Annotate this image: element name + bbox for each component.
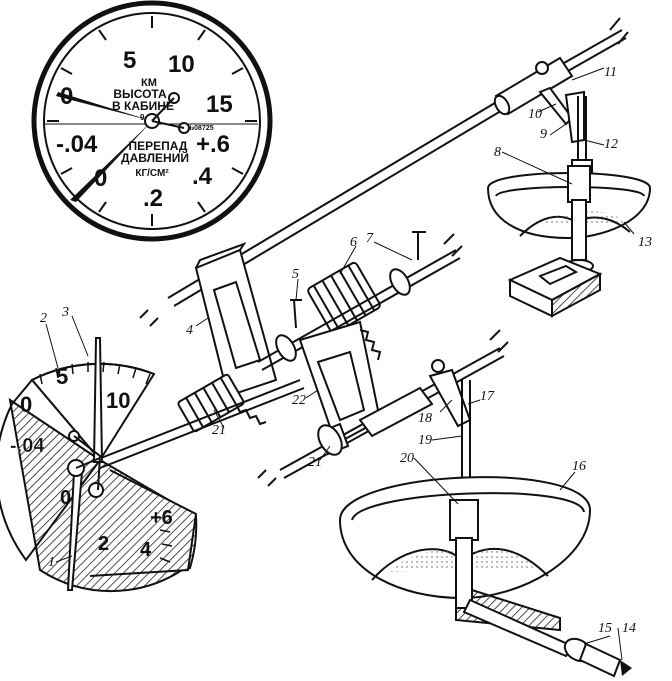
gauge-num-5: 5 [123, 47, 136, 74]
gauge-ticks [47, 16, 257, 226]
gauge-num-minus04: -.04 [56, 131, 98, 158]
upper-linkage [538, 86, 593, 175]
callout-12: 12 [604, 137, 618, 152]
callout-9: 9 [540, 127, 547, 142]
pinion-21-upper [177, 373, 245, 433]
callout-labels: 1 2 3 4 5 6 7 8 9 10 11 12 13 14 15 16 1… [40, 65, 652, 636]
gauge-num-plus6: +.6 [196, 131, 230, 158]
gauge-label-altitude: ВЫСОТА [113, 87, 167, 101]
detail-num-inner-0: 0 [60, 487, 71, 509]
callout-21-lower: 21 [308, 455, 322, 470]
detail-hand-altitude [92, 337, 104, 463]
callout-15: 15 [598, 621, 612, 636]
detail-num-plus6: +6 [150, 507, 173, 529]
callout-14: 14 [622, 621, 636, 636]
gauge-hand-pressure [70, 121, 152, 202]
callout-4: 4 [186, 323, 193, 338]
gauge-num-15: 15 [206, 91, 233, 118]
callout-18: 18 [418, 411, 432, 426]
callout-7: 7 [366, 231, 374, 246]
leader-lines [45, 67, 635, 661]
detail-num-0: 0 [20, 392, 32, 417]
callout-10: 10 [528, 107, 542, 122]
detail-dial-ticks [39, 361, 173, 563]
callout-3: 3 [61, 305, 69, 320]
callout-1: 1 [48, 555, 55, 570]
lower-capsule [338, 476, 592, 632]
pinion-21-lower [317, 424, 343, 456]
detail-num-minus04: -.04 [10, 435, 45, 457]
callout-13: 13 [638, 235, 652, 250]
detail-num-5: 5 [56, 364, 68, 389]
gauge-hand-altitude [56, 92, 152, 121]
upper-capsule [486, 165, 652, 273]
gauge-unit-pressure: КГ/СМ² [135, 168, 169, 179]
callout-2: 2 [40, 311, 47, 326]
lower-shaft [95, 329, 509, 487]
callout-16: 16 [572, 459, 586, 474]
callout-11: 11 [604, 65, 617, 80]
detail-dial: 0 5 10 -.04 0 2 4 +6 [0, 337, 198, 593]
gauge-num-10: 10 [168, 51, 195, 78]
gauge-num-04: .4 [192, 163, 213, 190]
washer-7 [389, 268, 411, 296]
callout-19: 19 [418, 433, 432, 448]
detail-num-10: 10 [106, 388, 130, 413]
gauge-label-pressure: ДАВЛЕНИЙ [121, 150, 189, 165]
callout-5: 5 [292, 267, 299, 282]
adjust-screw [462, 598, 632, 678]
callout-21-upper: 21 [212, 423, 226, 438]
washer-5 [275, 334, 297, 362]
callout-8: 8 [494, 145, 501, 160]
gauge-unit-km: КМ [141, 77, 157, 89]
main-gauge: 5 10 15 0 -.04 +.6 0 .2 .4 КМ ВЫСОТА В К… [31, 0, 273, 242]
callout-20: 20 [400, 451, 414, 466]
gauge-num-02: .2 [143, 185, 163, 212]
gauge-label-cabin: В КАБИНЕ [112, 99, 174, 113]
detail-num-2: 2 [98, 533, 109, 555]
lower-collar [358, 386, 434, 438]
pinion-6 [307, 261, 381, 335]
callout-6: 6 [350, 235, 357, 250]
upper-base [507, 256, 603, 318]
callout-17: 17 [480, 389, 495, 404]
gear-sector-22 [298, 320, 382, 446]
gauge-label-diff: ПЕРЕПАД [129, 139, 188, 153]
gauge-serial: №08725 [186, 124, 213, 132]
callout-22: 22 [292, 393, 306, 408]
detail-num-4: 4 [140, 539, 152, 561]
